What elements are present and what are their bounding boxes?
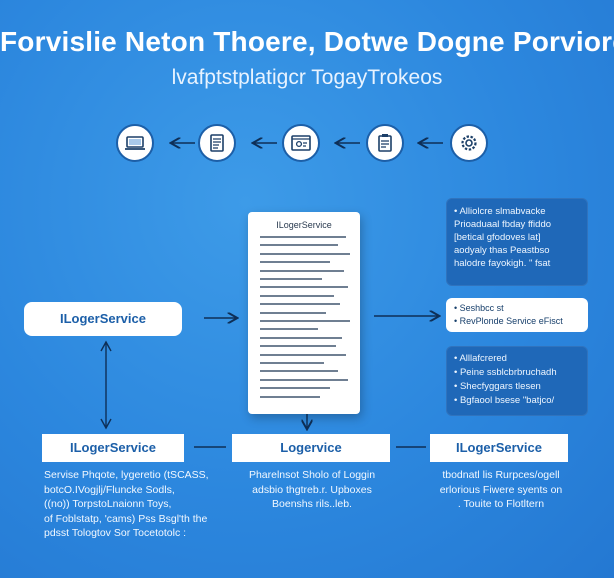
info-panel-middle: • Seshbcc st • RevPlonde Service eFisct <box>446 298 588 332</box>
logger-service-label-right: ILogerService <box>430 434 568 462</box>
info-panel-top: • Alliolcre slmabvacke Prioaduaal fbday … <box>446 198 588 286</box>
document-text-line <box>260 345 336 348</box>
description-line: adsbio thgtreb.r. Upboxes <box>252 483 372 496</box>
panel-line: • Peine ssblcbrbruchadh <box>454 367 557 378</box>
document-text-line <box>260 353 346 356</box>
description-line: . Touite to Flotltern <box>457 498 545 510</box>
logger-service-box: ILogerService <box>24 302 182 336</box>
panel-line: • Alliolcre slmabvacke <box>454 206 546 217</box>
gear-icon <box>450 124 488 162</box>
document-text-line <box>260 328 318 331</box>
document-text-line <box>260 278 322 280</box>
document-text-line <box>260 286 348 289</box>
panel-line: • Alllafcrered <box>454 353 507 364</box>
description-center: Pharelnsot Sholo of Loggin adsbio thgtre… <box>238 468 386 512</box>
description-line: botcO.IVogjlj/Fluncke Sodls, <box>44 483 175 496</box>
document-text-line <box>260 320 350 322</box>
document-text-line <box>260 395 320 398</box>
notes-icon <box>366 124 404 162</box>
document-text-line <box>260 294 334 297</box>
panel-line: [betical gfodoves lat] <box>454 232 541 243</box>
panel-line: • Bgfaool bsese "batjco/ <box>454 395 555 406</box>
document-text-line <box>260 387 330 390</box>
page-title: Forvislie Neton Thoere, Dotwe Dogne Porv… <box>0 26 614 57</box>
description-line: of Foblstatp, 'cams) Pss Bsgl'th the <box>44 512 208 525</box>
description-line: Boenshs rils..leb. <box>272 498 352 510</box>
info-panel-bottom: • Alllafcrered • Peine ssblcbrbruchadh •… <box>446 346 588 416</box>
logger-service-label-center: Logervice <box>232 434 390 462</box>
document-text-line <box>260 378 348 381</box>
panel-line: Prioaduaal fbday ffiddo <box>454 219 552 230</box>
page-subtitle: lvafptstplatigcr TogayTrokeos <box>171 66 443 89</box>
document-text-line <box>260 269 344 272</box>
description-line: ((no)) TorpstoLnaionn Toys, <box>44 498 172 510</box>
document-text-line <box>260 362 324 364</box>
panel-line: • Shecfyggars tlesen <box>454 381 541 392</box>
description-line: tbodnatl lis Rurpces/ogell <box>442 469 560 481</box>
document-text-line <box>260 370 338 373</box>
panel-line: halodre fayokigh. " fsat <box>454 258 551 269</box>
code-window-icon <box>282 124 320 162</box>
logger-service-label-left: ILogerService <box>42 434 184 462</box>
document-text-line <box>260 336 342 339</box>
description-line: pdsst Tologtov Sor Tocetotolc : <box>44 527 187 539</box>
laptop-icon <box>116 124 154 162</box>
document-text-line <box>260 261 330 264</box>
checklist-icon <box>198 124 236 162</box>
panel-line: • Seshbcc st <box>454 303 504 313</box>
document-text-line <box>260 244 338 247</box>
description-line: erlorious Fiwere syents on <box>439 483 563 496</box>
document-text-line <box>260 311 326 314</box>
description-left: Servise Phqote, lygeretio (tSCASS, botcO… <box>44 468 209 541</box>
panel-line: aodyaly thas Peastbso <box>454 245 550 256</box>
document-text-line <box>260 236 346 238</box>
document-card: ILogerService <box>248 212 360 414</box>
description-line: Pharelnsot Sholo of Loggin <box>248 469 376 481</box>
description-right: tbodnatl lis Rurpces/ogell erlorious Fiw… <box>428 468 574 512</box>
document-text-line <box>260 252 350 255</box>
description-line: Servise Phqote, lygeretio (tSCASS, <box>44 469 209 481</box>
panel-line: • RevPlonde Service eFisct <box>454 316 563 326</box>
document-title: ILogerService <box>276 220 332 230</box>
document-text-line <box>260 303 340 306</box>
